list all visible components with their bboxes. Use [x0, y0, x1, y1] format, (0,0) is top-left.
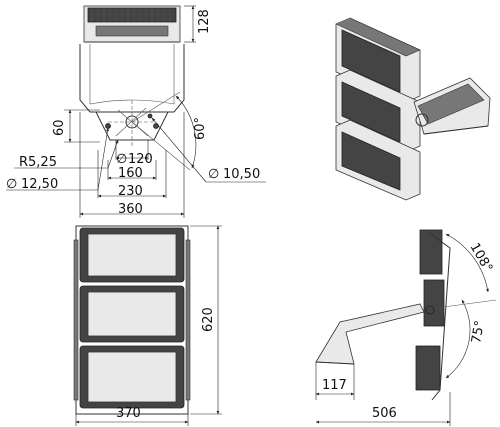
- front-view: 620 370: [73, 225, 222, 426]
- dim-370-label: 370: [116, 406, 141, 421]
- side-view: 108° 75° 117 506: [315, 229, 497, 426]
- dim-60-label: 60: [52, 119, 67, 136]
- dim-hole-10-label: 10,50: [223, 167, 260, 182]
- dim-108-label: 108°: [467, 241, 496, 276]
- dim-120-label: 120: [128, 152, 153, 167]
- dim-75-label: 75°: [469, 319, 488, 344]
- iso-mount-arm: [413, 77, 491, 135]
- lamp-module-1: [79, 227, 185, 283]
- diam-12-symbol: ∅: [6, 177, 17, 192]
- dim-128-label: 128: [197, 9, 212, 34]
- lamp-module-2: [79, 285, 185, 343]
- diam-10-symbol: ∅: [208, 167, 219, 182]
- lamp-module-3: [79, 345, 185, 409]
- diam-120-symbol: ∅: [116, 152, 127, 167]
- iso-module-2: [335, 69, 421, 153]
- dim-360-label: 360: [118, 202, 143, 217]
- heatsink-top: [83, 5, 181, 43]
- iso-module-3: [335, 119, 421, 201]
- isometric-view: [335, 17, 491, 201]
- dim-230-label: 230: [118, 184, 143, 199]
- top-view: 128 60 60° ∅ 120 160 230 360: [6, 5, 266, 218]
- dim-160-label: 160: [118, 166, 143, 181]
- dim-620-label: 620: [201, 307, 216, 332]
- dim-angle-60-label: 60°: [193, 117, 208, 140]
- side-lamp-body: [415, 229, 451, 401]
- dim-radius-label: R5,25: [19, 155, 57, 170]
- dim-506-label: 506: [372, 406, 397, 421]
- dim-hole-12-label: 12,50: [21, 177, 58, 192]
- dim-117-label: 117: [322, 378, 347, 393]
